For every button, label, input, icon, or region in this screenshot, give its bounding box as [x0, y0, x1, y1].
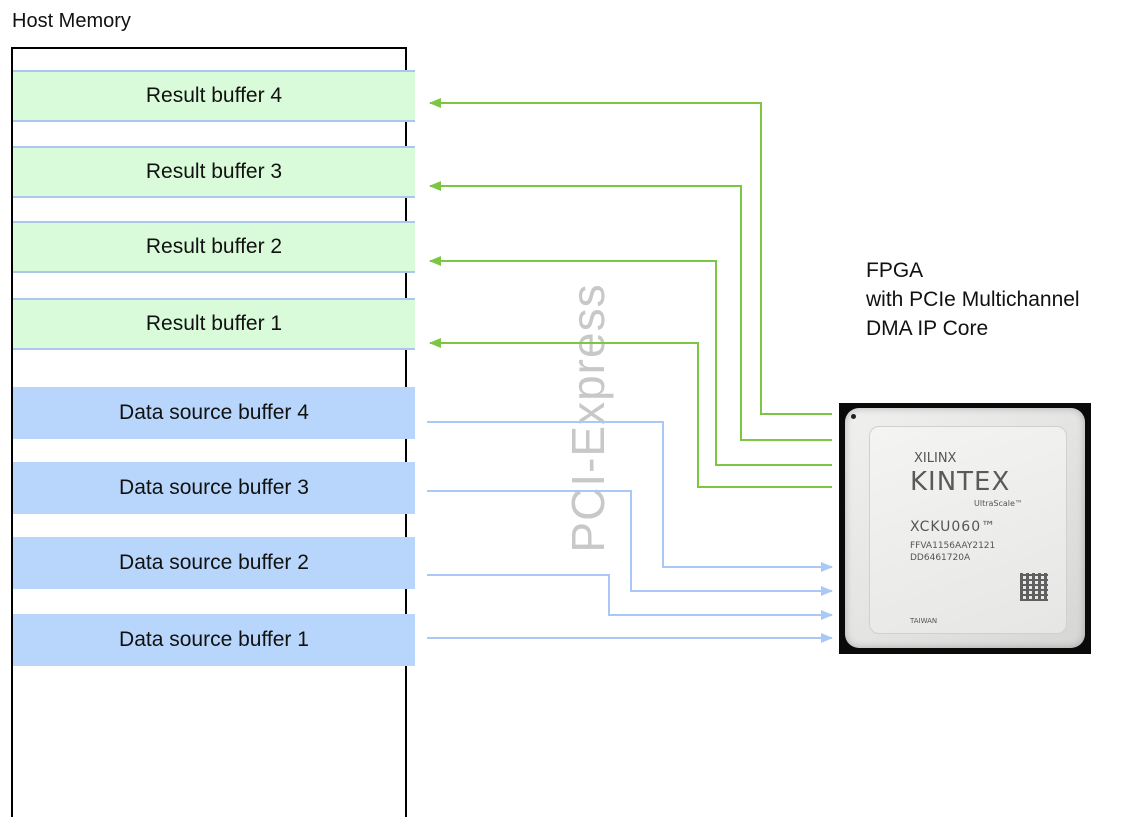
- result-arrow-4: [429, 98, 832, 415]
- result-arrow-1: [429, 338, 832, 488]
- chip-vendor-text: XILINX: [914, 451, 957, 466]
- result-arrow-3: [429, 181, 832, 441]
- result-buffer-1: Result buffer 1: [13, 298, 415, 350]
- datamatrix-code-icon: [1020, 573, 1048, 601]
- source-arrow-3: [427, 490, 833, 596]
- chip-family-text: KINTEX: [910, 467, 1011, 497]
- data-source-buffer-2: Data source buffer 2: [13, 537, 415, 589]
- chip-code-line-1: FFVA1156AAY2121: [910, 541, 996, 551]
- data-source-buffer-4: Data source buffer 4: [13, 387, 415, 439]
- source-arrow-2: [427, 574, 833, 620]
- fpga-label-line-3: DMA IP Core: [866, 317, 989, 340]
- pin1-marker: [851, 414, 856, 419]
- chip-series-text: UltraScale™: [974, 499, 1023, 508]
- fpga-label-line-2: with PCIe Multichannel: [866, 288, 1080, 311]
- chip-part-text: XCKU060™: [910, 519, 997, 535]
- fpga-label-line-1: FPGA: [866, 259, 924, 282]
- result-arrow-2: [429, 256, 832, 466]
- data-source-buffer-3: Data source buffer 3: [13, 462, 415, 514]
- fpga-chip-image: XILINX KINTEX UltraScale™ XCKU060™ FFVA1…: [845, 408, 1085, 648]
- result-buffer-4: Result buffer 4: [13, 70, 415, 122]
- result-buffer-2: Result buffer 2: [13, 221, 415, 273]
- host-memory-label: Host Memory: [12, 10, 131, 32]
- source-arrow-4: [427, 421, 833, 572]
- chip-code-line-2: DD6461720A: [910, 553, 971, 563]
- data-source-buffer-1: Data source buffer 1: [13, 614, 415, 666]
- result-buffer-3: Result buffer 3: [13, 146, 415, 198]
- fpga-label: FPGA with PCIe Multichannel DMA IP Core: [866, 256, 1080, 343]
- chip-origin-text: TAIWAN: [910, 617, 938, 625]
- fpga-chip-lid: XILINX KINTEX UltraScale™ XCKU060™ FFVA1…: [869, 426, 1067, 634]
